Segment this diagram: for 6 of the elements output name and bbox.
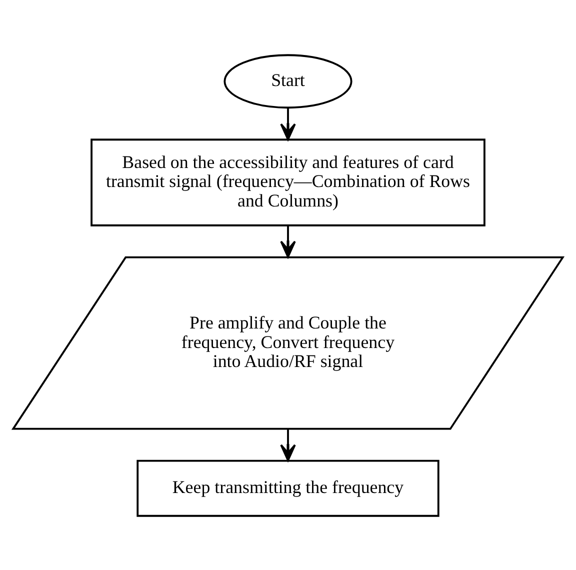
node-box: Keep transmitting the frequency (136, 459, 440, 516)
arrow (280, 225, 296, 258)
arrow (280, 108, 296, 140)
arrow (280, 428, 296, 461)
node-box: Based on the accessibility and features of card transmit signal (frequency—Combination of Rows and Columns) (90, 138, 486, 226)
node-ellipse: Start (224, 54, 352, 108)
